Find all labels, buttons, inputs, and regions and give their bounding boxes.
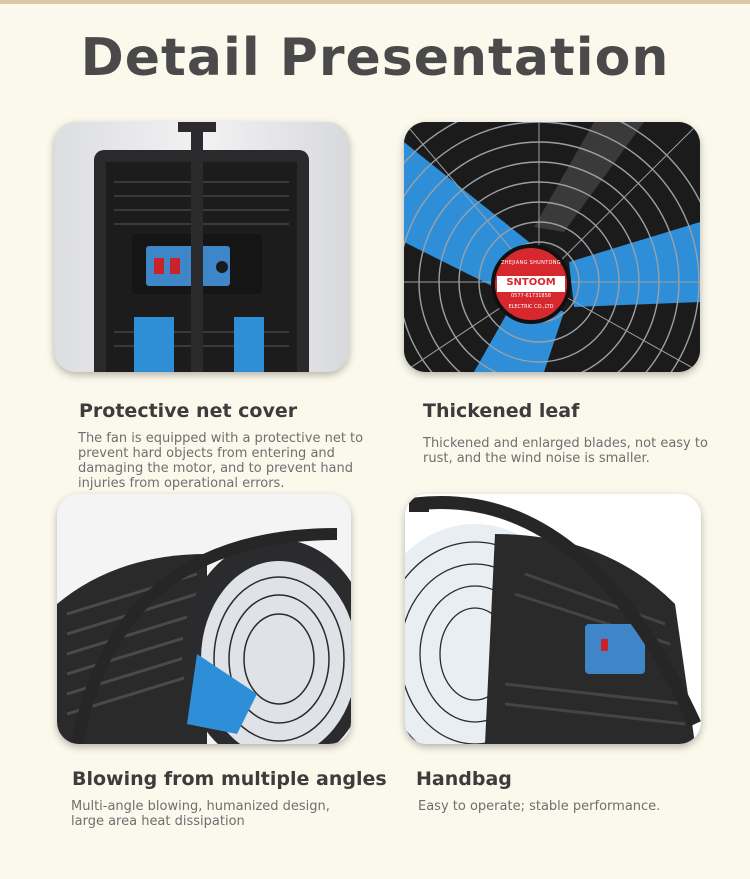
feature-image-handbag [405, 494, 701, 744]
feature-title-protective-net: Protective net cover [79, 400, 298, 422]
page-title: Detail Presentation [80, 28, 670, 88]
feature-description-multiple-angles: Multi-angle blowing, humanized design, l… [71, 799, 330, 829]
feature-title-multiple-angles: Blowing from multiple angles [72, 768, 387, 790]
fan-side-angle-illustration [57, 494, 351, 744]
badge-top-text: ZHEJIANG SHUNTONG [501, 260, 561, 266]
top-accent-bar [0, 0, 750, 4]
feature-description-handbag: Easy to operate; stable performance. [418, 799, 661, 814]
fan-control-panel-illustration [54, 122, 349, 372]
feature-image-protective-net [54, 122, 349, 372]
badge-brand-text: SNTOOM [506, 277, 556, 288]
feature-description-protective-net: The fan is equipped with a protective ne… [78, 431, 364, 491]
feature-title-handbag: Handbag [416, 768, 512, 790]
feature-description-thickened-leaf: Thickened and enlarged blades, not easy … [423, 436, 708, 466]
brand-badge: ZHEJIANG SHUNTONG SNTOOM 0577-61731858 E… [493, 246, 569, 322]
feature-image-multiple-angles [57, 494, 351, 744]
fan-blades-illustration [404, 122, 700, 372]
badge-bottom-text: ELECTRIC CO.,LTD [508, 304, 554, 310]
badge-phone-text: 0577-61731858 [511, 293, 551, 299]
fan-handle-illustration [405, 494, 701, 744]
feature-title-thickened-leaf: Thickened leaf [423, 400, 580, 422]
feature-image-thickened-leaf: ZHEJIANG SHUNTONG SNTOOM 0577-61731858 E… [404, 122, 700, 372]
